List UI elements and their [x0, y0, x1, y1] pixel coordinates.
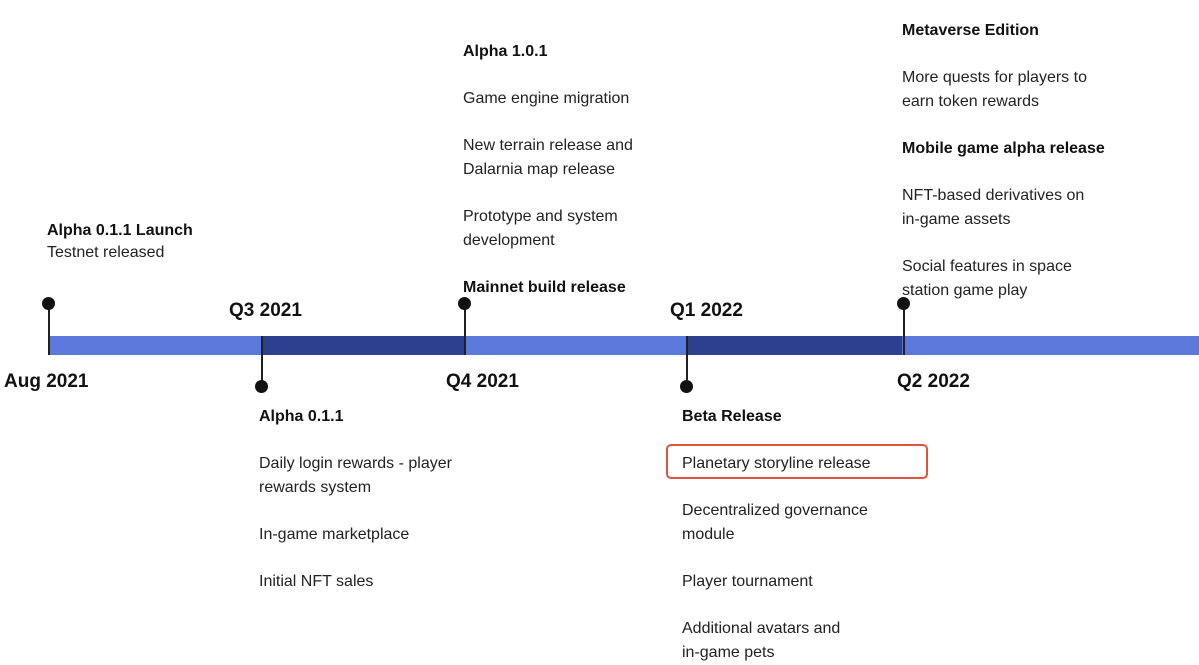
- milestone-item: station game play: [902, 282, 1028, 299]
- milestone-item: module: [682, 526, 735, 543]
- milestone-dot-aug-2021: [42, 297, 55, 310]
- milestone-stem-aug-2021: [48, 302, 50, 355]
- milestone-dot-q2-2022: [897, 297, 910, 310]
- milestone-title: Beta Release: [682, 408, 782, 425]
- milestone-title: Alpha 1.0.1: [463, 43, 548, 60]
- period-label-aug-2021: Aug 2021: [4, 371, 89, 392]
- milestone-item: Additional avatars and: [682, 620, 841, 637]
- highlight-box: [666, 444, 928, 479]
- milestone-item: Game engine migration: [463, 90, 630, 107]
- milestone-title: Metaverse Edition: [902, 22, 1039, 39]
- period-label-q2-2022: Q2 2022: [897, 371, 970, 392]
- milestone-item: Decentralized governance: [682, 502, 868, 519]
- milestone-alpha-011-launch: Alpha 0.1.1 Launch Testnet released: [47, 220, 193, 264]
- milestone-alpha-101: Alpha 1.0.1 Game engine migration New te…: [463, 40, 633, 300]
- milestone-item-highlighted[interactable]: Planetary storyline release: [682, 455, 871, 472]
- milestone-item: Daily login rewards - player: [259, 455, 452, 472]
- milestone-title: Alpha 0.1.1 Launch: [47, 222, 193, 239]
- milestone-item: More quests for players to: [902, 69, 1087, 86]
- milestone-title: Alpha 0.1.1: [259, 408, 344, 425]
- milestone-item: development: [463, 232, 555, 249]
- milestone-subtitle: Mainnet build release: [463, 279, 626, 296]
- milestone-item: earn token rewards: [902, 93, 1039, 110]
- milestone-item: in-game assets: [902, 211, 1011, 228]
- milestone-stem-q1-2022: [686, 336, 688, 386]
- milestone-stem-q2-2022: [903, 302, 905, 355]
- milestone-dot-q3-2021: [255, 380, 268, 393]
- milestone-stem-q3-2021: [261, 336, 263, 386]
- period-label-q3-2021: Q3 2021: [229, 300, 302, 321]
- milestone-beta-release: Beta Release Planetary storyline release…: [682, 405, 871, 665]
- milestone-dot-q1-2022: [680, 380, 693, 393]
- milestone-item: New terrain release and: [463, 137, 633, 154]
- milestone-stem-q4-2021: [464, 302, 466, 355]
- milestone-item: rewards system: [259, 479, 372, 496]
- milestone-item: Social features in space: [902, 258, 1072, 275]
- timeline-bar-segment-q4-q1: [465, 336, 687, 355]
- milestone-item: Player tournament: [682, 573, 813, 590]
- milestone-alpha-011: Alpha 0.1.1 Daily login rewards - player…: [259, 405, 452, 594]
- milestone-item: In-game marketplace: [259, 526, 410, 543]
- milestone-item: in-game pets: [682, 644, 775, 661]
- milestone-item: Testnet released: [47, 244, 165, 261]
- timeline-bar-segment-q3-q4: [262, 336, 465, 355]
- period-label-q4-2021: Q4 2021: [446, 371, 519, 392]
- milestone-item: Initial NFT sales: [259, 573, 374, 590]
- timeline-bar-segment-aug-q3: [48, 336, 262, 355]
- milestone-dot-q4-2021: [458, 297, 471, 310]
- period-label-q1-2022: Q1 2022: [670, 300, 743, 321]
- milestone-item: NFT-based derivatives on: [902, 187, 1085, 204]
- milestone-item: Prototype and system: [463, 208, 618, 225]
- timeline-bar-segment-q1-q2: [687, 336, 902, 355]
- milestone-metaverse-edition: Metaverse Edition More quests for player…: [902, 19, 1105, 303]
- milestone-item: Dalarnia map release: [463, 161, 616, 178]
- timeline-bar-segment-q2-end: [902, 336, 1199, 355]
- milestone-title: Mobile game alpha release: [902, 140, 1105, 157]
